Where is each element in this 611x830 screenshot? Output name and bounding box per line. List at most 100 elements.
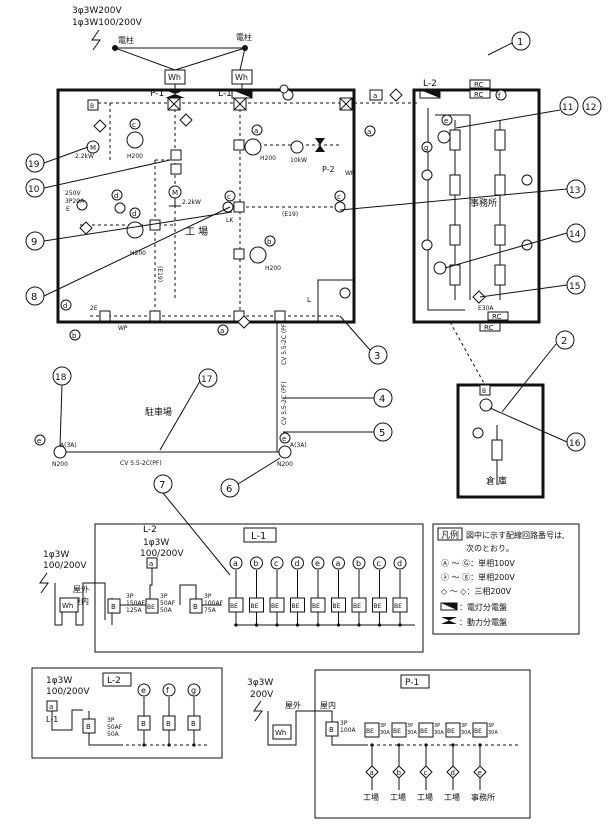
p1-branch-destination: 事務所 [471, 792, 495, 802]
cable-cv-3: CV 5.5-2C (PF) [281, 381, 288, 425]
p1-branch-spec: 3P [488, 723, 494, 729]
wp-label-2: WP [118, 325, 128, 332]
panel-l1-label: L-1 [218, 89, 232, 99]
parking-lamp-1-n200: N200 [52, 461, 68, 468]
p1-branch-circuit-letter: e [478, 769, 482, 777]
office-breaker-label: E30A [478, 305, 494, 312]
callout-15: 15 [566, 275, 586, 295]
callout-13: 13 [566, 179, 586, 199]
callout-11: 11 [559, 96, 579, 116]
l1-branch-breaker-label: BE [394, 603, 402, 610]
p1-branch-circuit-tag [392, 765, 406, 779]
l1-diagram-title-box [243, 527, 277, 543]
warehouse-box-b-label: B [482, 388, 486, 395]
l2-branch-breaker [162, 715, 176, 731]
p1-wh-meter [272, 724, 292, 740]
l1-branch-breaker [351, 597, 367, 613]
l1-branch-circuit-tag [352, 556, 366, 570]
legend-item-3: ◇ ～ ◇：三相200V [441, 586, 512, 596]
p1-branch-spec: 30A [461, 730, 471, 736]
svg-text:c: c [337, 193, 341, 201]
l1-indoor: 屋内 [73, 596, 89, 606]
box-pull-5 [149, 310, 161, 322]
l1-branch-circuit-letter: a [336, 559, 341, 568]
p1-branch-breaker-label: BE [420, 728, 428, 735]
l1-wh-meter-label: Wh [62, 602, 73, 610]
motor-1-label: M [90, 144, 96, 152]
svg-text:f: f [498, 92, 501, 100]
circuit-tag-a-2: a [217, 324, 229, 336]
box-pull-2 [233, 201, 245, 213]
office-ceiling-lamp-2 [433, 261, 447, 275]
l1-branch-circuit-letter: e [315, 559, 320, 568]
svg-text:7: 7 [159, 480, 165, 491]
l2-main-spec-2: 50AF [107, 724, 123, 731]
svg-text:a: a [254, 127, 258, 135]
l1-branch-circuit-letter: d [397, 559, 402, 568]
heater-h200-2 [244, 138, 262, 156]
p1-branch-breaker-label: BE [366, 728, 374, 735]
l2-feed-tag-a-label: a [373, 92, 377, 100]
box-s [170, 149, 182, 161]
l1-branch-circuit-letter: b [356, 559, 361, 568]
factory-room-label: 工 場 [185, 225, 208, 238]
callout-17: 17 [198, 368, 218, 388]
outlet-e: E [66, 206, 70, 213]
rc-tag-3 [487, 311, 509, 321]
office-outlet-4 [521, 239, 533, 251]
svg-text:16: 16 [569, 439, 581, 449]
l2-branch-circuit-tag [187, 683, 201, 697]
l1-branch-circuit-tag [393, 556, 407, 570]
outlet-5 [222, 201, 234, 213]
rc-tag-4 [479, 322, 501, 332]
svg-text:19: 19 [28, 160, 40, 170]
p1-branch-circuit-tag [473, 765, 487, 779]
legend-lighting-panel-icon [441, 603, 457, 610]
l1-main-spec-1: 3P [126, 593, 134, 600]
callout-8: 8 [25, 286, 45, 306]
outlet-3p20a: 3P20A [65, 198, 85, 205]
l1-branch-breaker-label: BE [292, 603, 300, 610]
callout-5: 5 [373, 422, 393, 442]
p1-branch-destination: 工場 [417, 792, 433, 802]
svg-text:e: e [282, 435, 286, 443]
l1-main-spec-2: 150AF [126, 600, 146, 607]
p1-branch-spec: 3P [461, 723, 467, 729]
l1-branch-circuit-letter: c [377, 559, 381, 568]
p1-wh-meter-label: Wh [275, 729, 286, 737]
l1-branch-circuit-letter: c [274, 559, 278, 568]
l1-branch-breaker-label: BE [312, 603, 320, 610]
rc-tag-3-label: RC [492, 313, 502, 321]
p1-branch-spec: 3P [380, 723, 386, 729]
l2-diagram-frame [31, 667, 223, 759]
callout-16: 16 [566, 432, 586, 452]
p1-supply-1: 3φ3W [247, 678, 273, 688]
heater-10kw [290, 140, 304, 154]
svg-text:c: c [132, 121, 136, 129]
svg-text:14: 14 [569, 230, 581, 240]
junction-box-2 [233, 97, 247, 111]
svg-text:18: 18 [55, 373, 67, 383]
l2-branch-circuit-letter: e [141, 686, 146, 695]
svg-text:2: 2 [561, 336, 567, 347]
p1-branch-spec: 30A [380, 730, 390, 736]
l1-main-breaker-label: B [111, 603, 116, 611]
box-pull-7 [274, 310, 286, 322]
office-room-label: 事務所 [470, 197, 497, 209]
box-m-upper [170, 163, 182, 175]
svg-text:d: d [114, 192, 118, 200]
circuit-tag-b-1: b [69, 329, 81, 341]
svg-text:8: 8 [31, 292, 37, 303]
p1-branch-breaker [472, 722, 488, 738]
legend-frame [432, 523, 580, 635]
svg-text:a: a [220, 327, 224, 335]
l2-branch-breaker [187, 715, 201, 731]
l2-branch-breaker-label: B [141, 720, 146, 728]
l1-branch2-spec-1: 3P [204, 593, 212, 600]
outlet-lk-label: LK [226, 217, 234, 224]
svg-text:g: g [424, 144, 428, 152]
l2-branch-breaker-label: B [166, 720, 171, 728]
l1-supply-1: 1φ3W [43, 550, 69, 560]
l1-branch-breaker [392, 597, 408, 613]
